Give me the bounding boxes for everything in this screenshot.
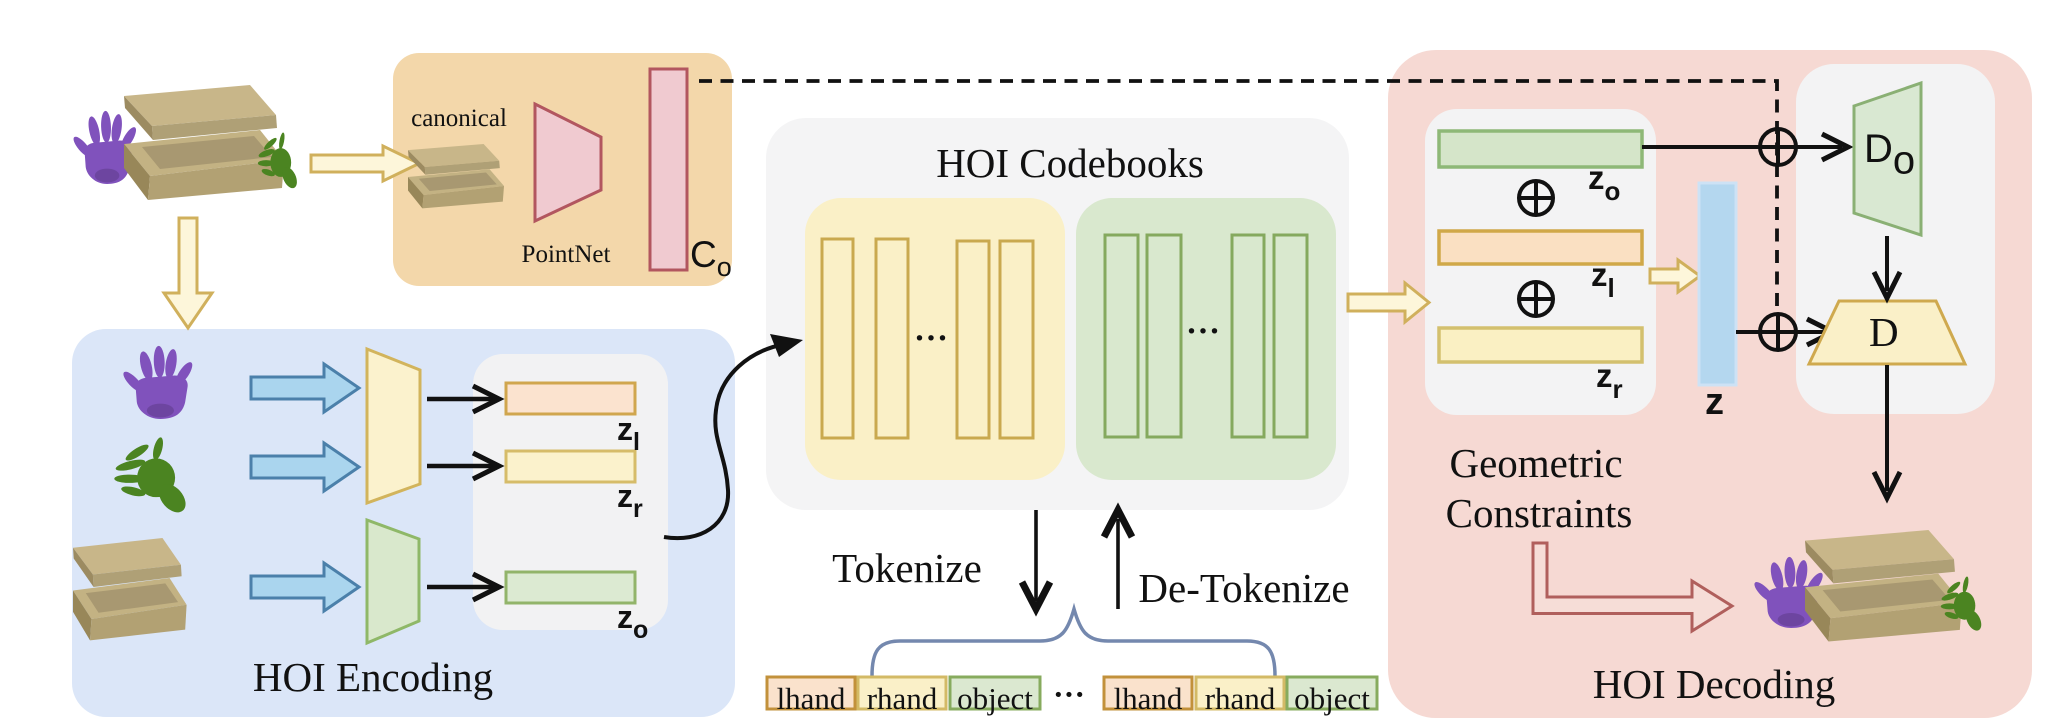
svg-text:PointNet: PointNet <box>522 241 611 268</box>
svg-text:...: ... <box>1186 292 1221 343</box>
svg-text:...: ... <box>914 299 949 350</box>
svg-text:object: object <box>1294 681 1370 716</box>
svg-text:···: ··· <box>1053 676 1085 712</box>
svg-text:Constraints: Constraints <box>1446 490 1633 536</box>
svg-text:De-Tokenize: De-Tokenize <box>1138 565 1349 611</box>
svg-text:HOI Encoding: HOI Encoding <box>253 654 493 700</box>
svg-text:lhand: lhand <box>777 681 846 716</box>
svg-text:D: D <box>1869 309 1899 355</box>
svg-text:HOI Codebooks: HOI Codebooks <box>936 140 1204 186</box>
svg-text:z: z <box>1705 381 1724 423</box>
svg-text:rhand: rhand <box>867 681 938 716</box>
svg-text:lhand: lhand <box>1114 681 1183 716</box>
svg-text:HOI Decoding: HOI Decoding <box>1593 661 1836 707</box>
svg-text:canonical: canonical <box>411 105 507 132</box>
svg-text:rhand: rhand <box>1205 681 1276 716</box>
svg-text:Geometric: Geometric <box>1449 440 1622 486</box>
svg-text:Tokenize: Tokenize <box>832 545 982 591</box>
svg-text:object: object <box>957 681 1033 716</box>
